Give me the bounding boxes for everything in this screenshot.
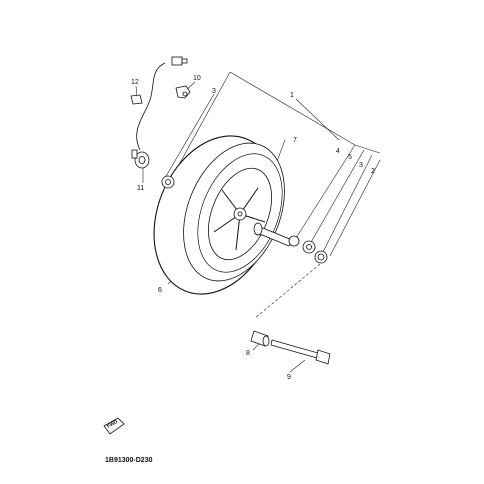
callout-9: 9 [287, 374, 291, 381]
callout-12: 12 [131, 79, 139, 86]
callout-11: 11 [137, 185, 144, 192]
holder-12 [130, 94, 143, 105]
fwd-arrow-icon: FWD [103, 417, 125, 435]
wheel-7 [208, 167, 272, 261]
callout-labels: 1 2 3 3 4 5 6 7 8 9 10 11 12 [131, 75, 375, 381]
diagram-code: 1B91300-D230 [105, 457, 153, 464]
collar-8 [250, 330, 270, 347]
connector [171, 56, 188, 66]
callout-1: 1 [290, 92, 294, 99]
fwd-label: FWD [106, 419, 119, 430]
callout-3-left: 3 [212, 88, 216, 95]
axle-bolt-9 [270, 339, 331, 365]
collar-4 [288, 235, 300, 247]
tire-6 [153, 135, 285, 295]
callout-6: 6 [158, 287, 162, 294]
callout-8: 8 [246, 350, 250, 357]
callout-3-right: 3 [359, 162, 363, 169]
callout-7: 7 [293, 137, 297, 144]
bearing-3-right [302, 240, 316, 254]
callout-5: 5 [348, 154, 352, 161]
callout-2: 2 [371, 168, 375, 175]
callout-4: 4 [336, 148, 340, 155]
bearing-3-left [161, 175, 175, 189]
hub-spacer [253, 222, 293, 247]
callout-10: 10 [193, 75, 201, 82]
clamp-10 [175, 85, 191, 99]
sensor-11 [131, 62, 166, 169]
oil-seal-2 [314, 250, 328, 264]
